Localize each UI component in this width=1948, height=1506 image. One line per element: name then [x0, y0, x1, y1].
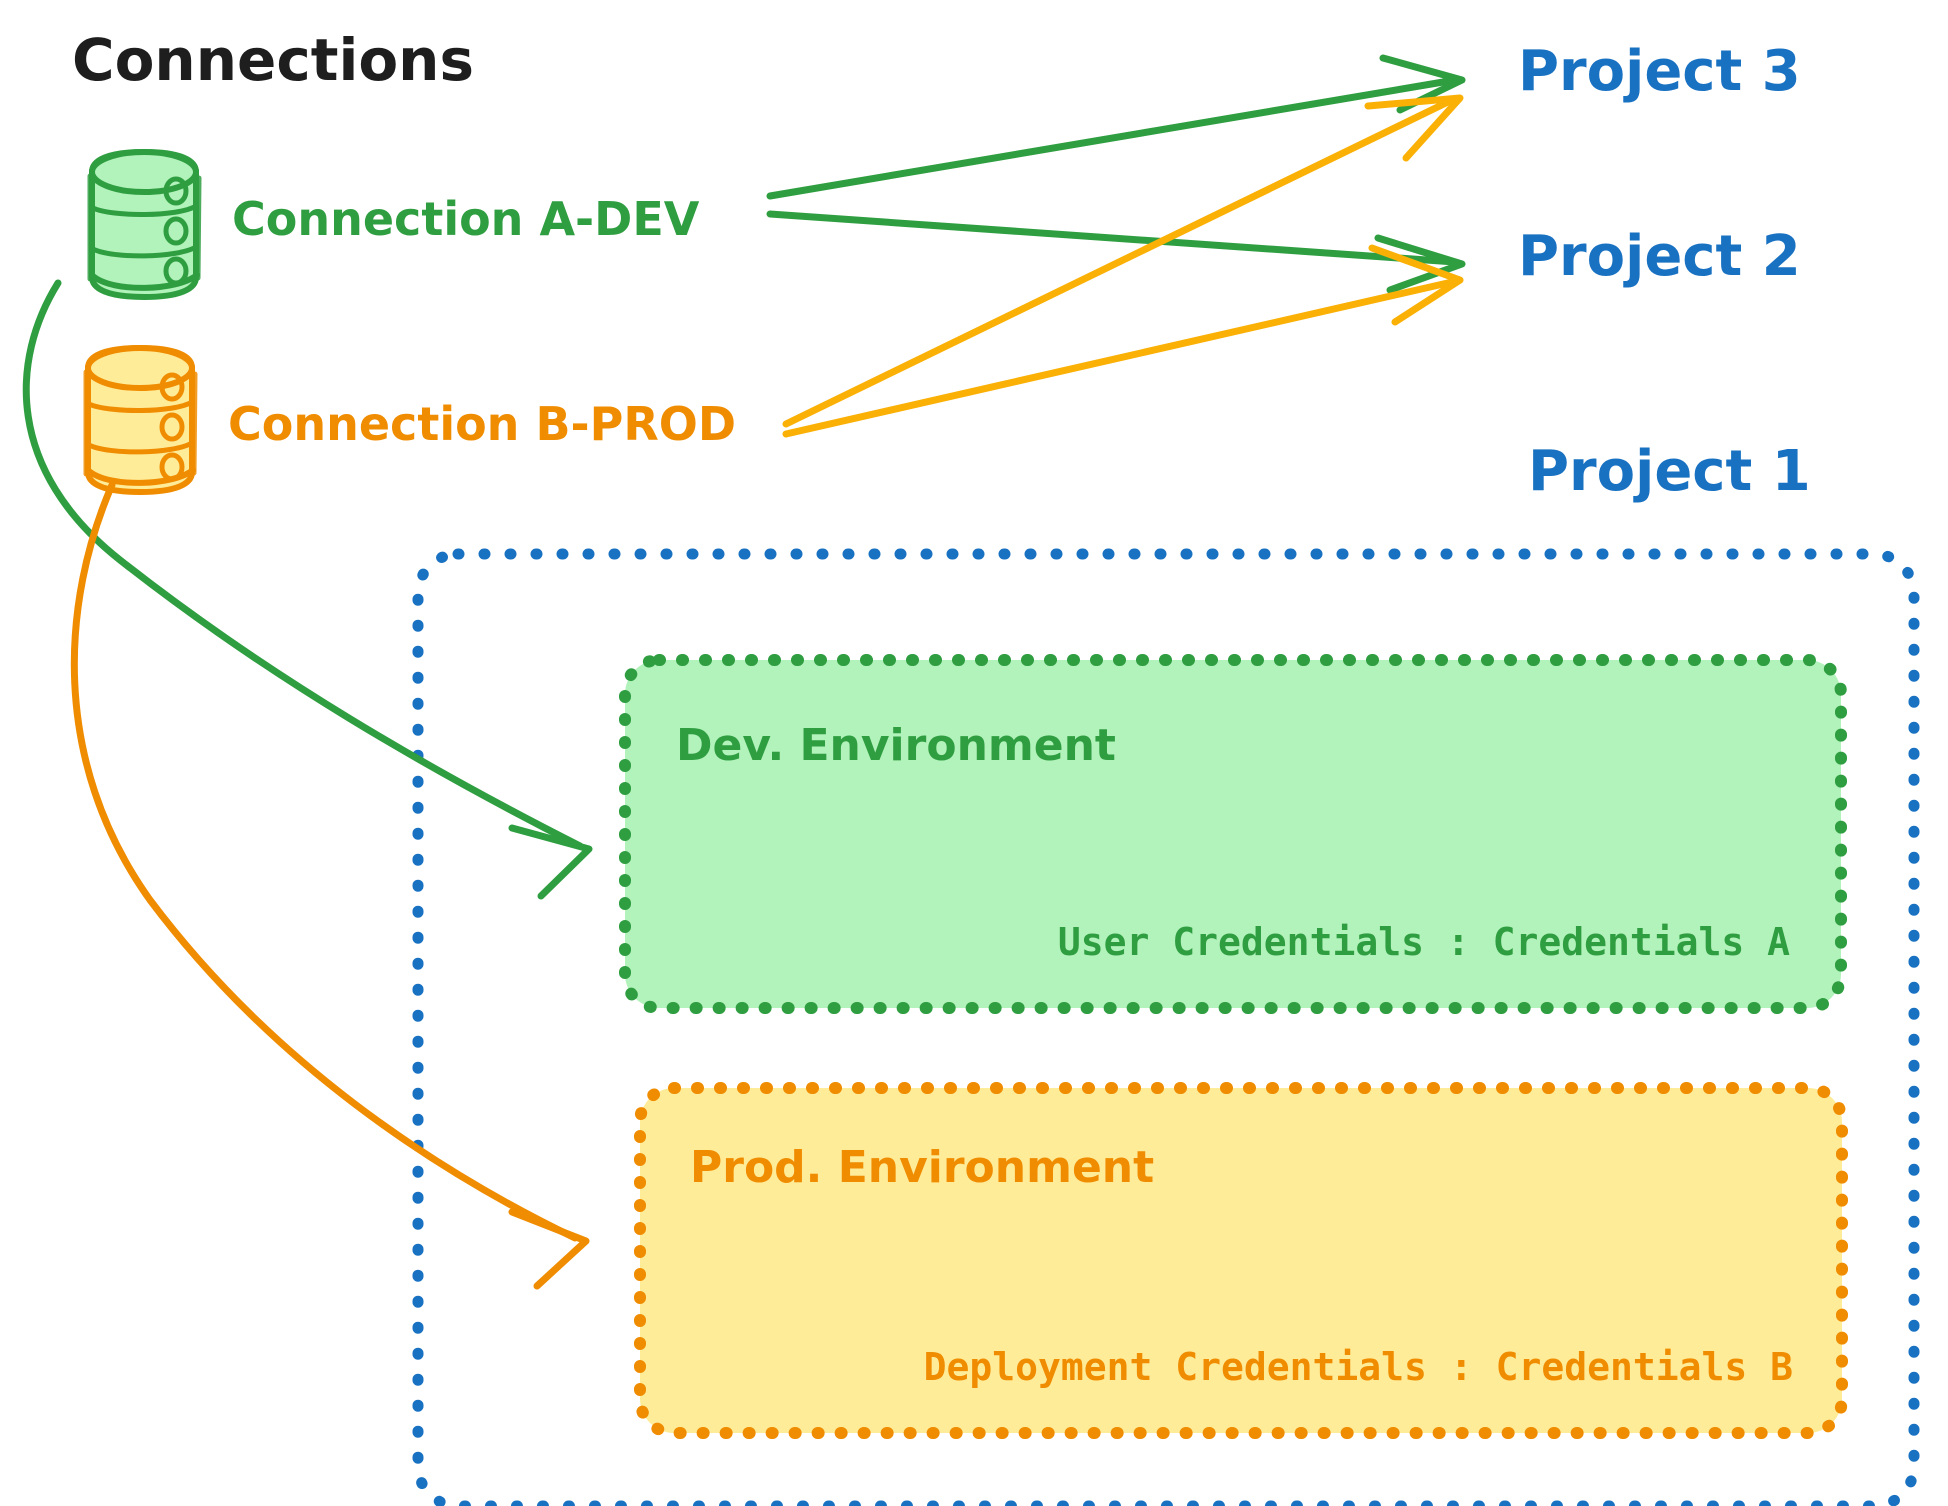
connection-label-a-dev[interactable]: Connection A-DEV: [232, 192, 700, 246]
project-2-label[interactable]: Project 2: [1518, 224, 1801, 289]
page-title: Connections: [72, 26, 474, 94]
arrow-a-dev-to-project-2: [766, 210, 1466, 294]
connection-label-b-prod[interactable]: Connection B-PROD: [228, 397, 736, 451]
arrow-a-dev-to-dev-environment: [22, 279, 593, 900]
arrow-b-prod-to-project-2: [782, 244, 1464, 438]
prod-environment-title: Prod. Environment: [690, 1142, 1154, 1193]
dev-environment-box[interactable]: [619, 654, 1847, 1014]
arrow-b-prod-to-prod-environment: [70, 481, 590, 1290]
dev-environment-credentials: User Credentials : Credentials A: [1058, 920, 1790, 964]
arrow-b-prod-to-project-3: [782, 94, 1464, 428]
database-icon-a-dev: [87, 149, 202, 300]
prod-environment-credentials: Deployment Credentials : Credentials B: [924, 1345, 1793, 1389]
project-1-container: [412, 548, 1920, 1506]
project-3-label[interactable]: Project 3: [1518, 39, 1801, 104]
dev-environment-title: Dev. Environment: [676, 720, 1116, 771]
prod-environment-box[interactable]: [634, 1082, 1848, 1439]
project-1-label[interactable]: Project 1: [1528, 439, 1811, 504]
